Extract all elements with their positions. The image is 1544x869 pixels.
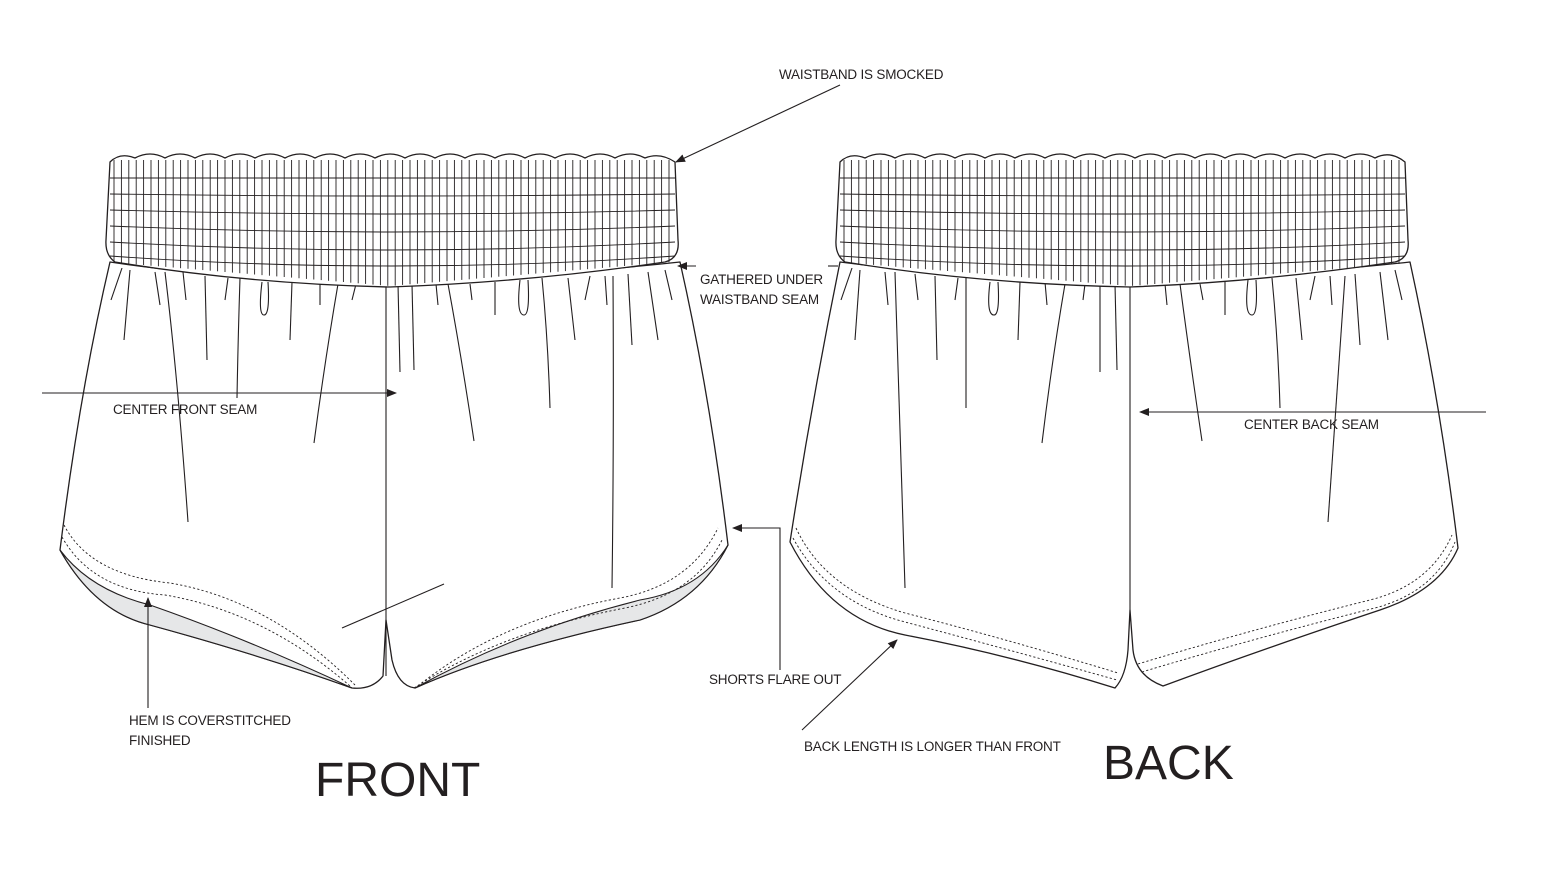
back-hem-stitch-right-2 [1141,541,1456,673]
callout-gathered-text-2: WAISTBAND SEAM [700,292,819,307]
front-hem-stitch-left-2 [61,536,351,687]
smocking-horizontal-line [839,255,1406,267]
callout-center-front-text: CENTER FRONT SEAM [113,402,257,417]
callout-back-length-text: BACK LENGTH IS LONGER THAN FRONT [804,739,1061,754]
back-body-outline [789,261,1459,689]
front-gathers [110,267,673,589]
back-shorts [789,153,1459,689]
back-gathers [840,267,1403,589]
back-view-title: BACK [1103,737,1234,790]
callout-waistband-text: WAISTBAND IS SMOCKED [779,67,944,82]
callout-center-back-text: CENTER BACK SEAM [1244,417,1379,432]
callout-waistband: WAISTBAND IS SMOCKED [675,67,944,163]
smocking-horizontal-line [109,193,676,197]
callout-center-front: CENTER FRONT SEAM [42,389,397,417]
callout-gathered-text-1: GATHERED UNDER [700,272,823,287]
front-shorts [59,153,729,689]
smocking-horizontal-line [839,225,1406,233]
front-waistband-smocking-grid [109,160,676,286]
callout-hem-text-2: FINISHED [129,733,191,748]
callout-flare-text: SHORTS FLARE OUT [709,672,841,687]
back-waistband-outline [835,153,1409,288]
back-hem-stitch-right-1 [1137,534,1453,665]
front-view-title: FRONT [315,754,480,807]
callout-flare: SHORTS FLARE OUT [709,524,842,687]
front-fold-line [341,583,445,629]
front-hem-stitch-left-1 [63,524,356,686]
smocking-horizontal-line [109,209,676,215]
front-hem-facing-left [59,549,353,689]
callout-back-length: BACK LENGTH IS LONGER THAN FRONT [801,639,1061,754]
front-hem-facing-right [414,544,729,689]
back-hem-stitch-left-2 [792,537,1118,681]
smocking-horizontal-line [109,241,676,251]
back-hem-stitch-left-1 [795,527,1119,674]
smocking-horizontal-line [839,241,1406,251]
smocking-horizontal-line [839,209,1406,215]
front-waistband-outline [105,153,679,288]
callout-gathered: GATHERED UNDER WAISTBAND SEAM [677,262,838,307]
front-hem-stitch-right-2 [413,539,723,689]
smocking-horizontal-line [109,225,676,233]
callout-hem-text-1: HEM IS COVERSTITCHED [129,713,291,728]
smocking-horizontal-line [109,255,676,267]
front-hem-stitch-right-1 [417,527,719,687]
smocking-horizontal-line [839,193,1406,197]
callout-hem: HEM IS COVERSTITCHED FINISHED [129,597,291,748]
callout-center-back: CENTER BACK SEAM [1139,408,1486,432]
back-waistband-smocking-grid [839,160,1406,286]
